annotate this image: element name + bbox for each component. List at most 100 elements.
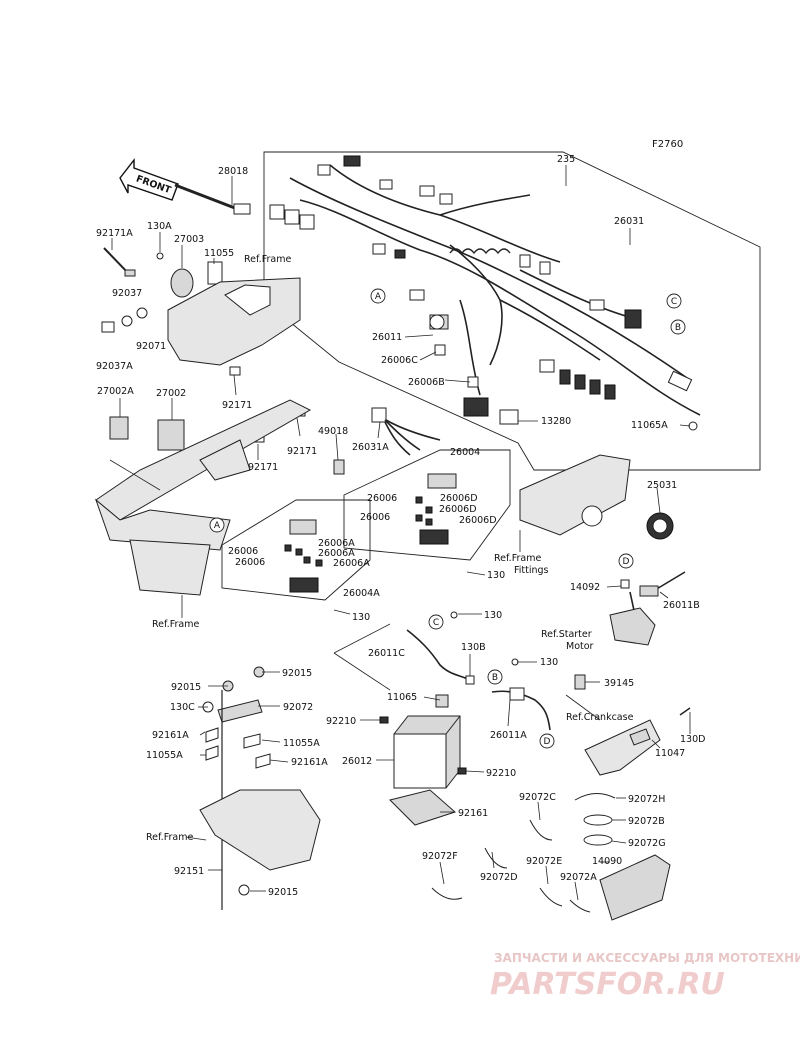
part-label: 92210	[326, 716, 356, 727]
svg-text:C: C	[433, 618, 439, 628]
watermark-brand: PARTSFOR.RU	[490, 967, 725, 1002]
part-label: 11055	[204, 248, 234, 259]
part-label: 130	[487, 570, 505, 581]
part-label: 92072E	[526, 856, 562, 867]
part-label: 28018	[218, 166, 248, 177]
svg-text:B: B	[675, 323, 681, 333]
part-label: 14092	[570, 582, 600, 593]
callout-a1: A	[370, 288, 386, 304]
part-label: 92037A	[96, 361, 133, 372]
part-label: 130	[352, 612, 370, 623]
part-label: 11065	[387, 692, 417, 703]
junction-box-26004A	[221, 499, 371, 601]
part-label: 92161A	[152, 730, 189, 741]
part-label: 11047	[655, 748, 685, 759]
part-label: 92015	[268, 887, 298, 898]
part-label: 92072B	[628, 816, 665, 827]
battery-bracket-parts	[202, 666, 271, 910]
ref-frame-fittings-label: Ref.Frame	[494, 553, 541, 564]
part-label: 92151	[174, 866, 204, 877]
part-label: 92072G	[628, 838, 666, 849]
cable-26011C	[406, 611, 519, 685]
part-label: 130C	[170, 702, 195, 713]
part-label: 26011C	[368, 648, 405, 659]
part-label: 92015	[171, 682, 201, 693]
part-label: 26011B	[663, 600, 700, 611]
ref-frame-label: Ref.Frame	[152, 619, 199, 630]
battery-26012	[379, 694, 467, 826]
part-label: 92072	[283, 702, 313, 713]
part-label: 26031	[614, 216, 644, 227]
callout-d2: D	[539, 733, 555, 749]
relay-group	[109, 407, 345, 475]
ref-starter-motor-label: Ref.Starter	[541, 629, 592, 640]
part-labels: 28018 235 26031 92171A 130A 27003 11055 …	[96, 154, 705, 898]
part-label: 26006C	[381, 355, 418, 366]
left-bracket-group	[101, 247, 223, 333]
part-label: 26006D	[440, 493, 478, 504]
part-label: 26031A	[352, 442, 389, 453]
part-label: 26006	[367, 493, 397, 504]
part-label: 92037	[112, 288, 142, 299]
svg-text:D: D	[544, 737, 551, 747]
part-label: 92161	[458, 808, 488, 819]
part-label: 26006B	[408, 377, 445, 388]
ref-frame-label: Ref.Frame	[146, 832, 193, 843]
part-label: 26006	[228, 546, 258, 557]
part-label: 130	[540, 657, 558, 668]
part-label: 92171A	[96, 228, 133, 239]
diagram-code: F2760	[652, 139, 683, 150]
sensor-28018	[174, 183, 251, 215]
part-label: 92161A	[291, 757, 328, 768]
callout-d1: D	[618, 553, 634, 569]
part-label: 14090	[592, 856, 622, 867]
part-label: 92015	[282, 668, 312, 679]
callout-a2: A	[209, 517, 225, 533]
part-label: 26006	[235, 557, 265, 568]
main-harness-group	[263, 151, 761, 471]
part-label: 92210	[486, 768, 516, 779]
part-label: 39145	[604, 678, 634, 689]
part-label: 92072A	[560, 872, 597, 883]
part-label: 130	[484, 610, 502, 621]
svg-text:B: B	[492, 673, 498, 683]
part-label: 26004	[450, 447, 480, 458]
part-label: 26011A	[490, 730, 527, 741]
ref-crankcase-label: Ref.Crankcase	[566, 712, 634, 723]
part-label: 13280	[541, 416, 571, 427]
svg-text:A: A	[375, 292, 382, 302]
part-label: 130A	[147, 221, 172, 232]
callout-c1: C	[666, 293, 682, 309]
part-label: 235	[557, 154, 575, 165]
watermark-tagline: ЗАПЧАСТИ И АКСЕССУАРЫ ДЛЯ МОТОТЕХНИКИ	[494, 951, 800, 965]
starter-cable-group	[609, 571, 686, 646]
part-label: 26006A	[333, 558, 370, 569]
frame-section-bottom	[199, 789, 321, 896]
part-label: 92071	[136, 341, 166, 352]
part-label: 130B	[461, 642, 486, 653]
frame-section-top	[167, 277, 301, 376]
svg-text:C: C	[671, 297, 677, 307]
clip-39145	[574, 674, 586, 690]
leader-lines	[109, 165, 691, 901]
part-label: 27003	[174, 234, 204, 245]
part-label: 92072D	[480, 872, 518, 883]
ref-starter-motor-label: Motor	[566, 641, 594, 652]
part-label: 92072H	[628, 794, 665, 805]
cable-26011A	[491, 687, 551, 731]
part-label: 92171	[287, 446, 317, 457]
front-arrow-icon: FRONT	[119, 157, 179, 201]
part-label: 92072C	[519, 792, 556, 803]
part-label: 25031	[647, 480, 677, 491]
watermark: ЗАПЧАСТИ И АКСЕССУАРЫ ДЛЯ МОТОТЕХНИКИ PA…	[490, 951, 800, 1002]
part-label: 92171	[222, 400, 252, 411]
frame-section-main	[94, 399, 312, 596]
part-label: 11055A	[146, 750, 183, 761]
part-label: 11065A	[631, 420, 668, 431]
clamps-group	[431, 793, 671, 921]
part-label: 92171	[248, 462, 278, 473]
frame-fittings	[519, 454, 674, 540]
callout-c2: C	[428, 614, 444, 630]
callout-b2: B	[487, 669, 503, 685]
